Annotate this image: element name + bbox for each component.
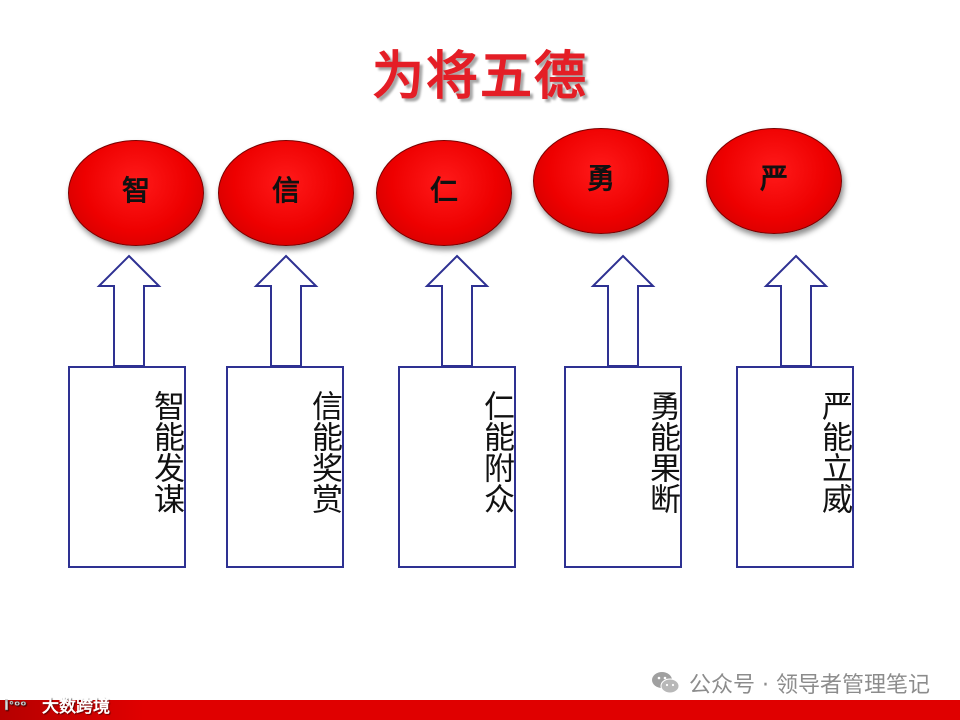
page-title: 为将五德 — [371, 47, 588, 107]
oval-xin: 信 — [218, 140, 354, 246]
up-arrow-4 — [590, 254, 656, 367]
oval-zhi: 智 — [68, 140, 204, 246]
virtue-box-1: 智能发谋 — [68, 366, 186, 568]
up-arrow-3 — [424, 254, 490, 367]
brand-text: 大数跨境 — [42, 697, 110, 717]
brand-logo-icon: Iᐤᵒᵒ — [4, 698, 27, 713]
svg-text:Iᐤᵒᵒ: Iᐤᵒᵒ — [4, 699, 27, 713]
virtue-text: 智能发谋 — [148, 390, 184, 514]
oval-yong: 勇 — [533, 128, 669, 234]
up-arrow-5 — [763, 254, 829, 367]
oval-yan: 严 — [706, 128, 842, 234]
wechat-watermark: 公众号 · 领导者管理笔记 — [651, 667, 930, 699]
virtue-text: 信能奖赏 — [306, 390, 342, 514]
virtue-box-3: 仁能附众 — [398, 366, 516, 568]
oval-ren: 仁 — [376, 140, 512, 246]
brand-watermark: Iᐤᵒᵒ 大数跨境 — [4, 692, 110, 717]
virtue-box-5: 严能立威 — [736, 366, 854, 568]
watermark-text: 公众号 · 领导者管理笔记 — [689, 673, 930, 698]
up-arrow-1 — [96, 254, 162, 367]
virtue-box-2: 信能奖赏 — [226, 366, 344, 568]
virtue-text: 严能立威 — [816, 390, 852, 514]
footer-bar — [0, 700, 960, 720]
up-arrow-2 — [253, 254, 319, 367]
virtue-box-4: 勇能果断 — [564, 366, 682, 568]
virtue-text: 仁能附众 — [478, 390, 514, 514]
virtue-text: 勇能果断 — [644, 390, 680, 514]
wechat-icon — [652, 672, 680, 694]
